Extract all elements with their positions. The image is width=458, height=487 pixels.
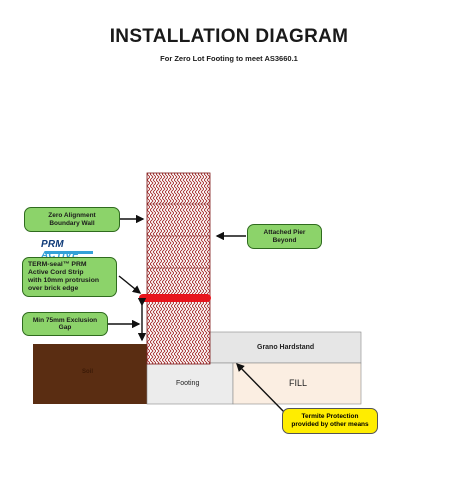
prm-active-logo-text: PRM ACTIVE xyxy=(41,239,101,261)
callout-attached-pier: Attached Pier Beyond xyxy=(247,224,322,249)
callout-exclusion-gap-line2: Gap xyxy=(58,324,72,331)
brick-wall xyxy=(146,172,211,365)
callout-zero-alignment-line1: Zero Alignment xyxy=(48,212,96,220)
callout-attached-pier-line1: Attached Pier xyxy=(263,229,306,237)
callout-term-seal-line3: with 10mm protrusion xyxy=(28,277,99,284)
label-soil: Soil xyxy=(82,369,94,375)
callout-attached-pier-line2: Beyond xyxy=(272,236,297,244)
label-footing: Footing xyxy=(176,380,200,387)
callout-zero-alignment-line2: Boundary Wall xyxy=(49,219,95,227)
callout-exclusion-gap-line1: Min 75mm Exclusion xyxy=(32,316,98,324)
callout-term-seal-line1: TERM-seal™ PRM xyxy=(28,261,87,269)
label-fill: FILL xyxy=(289,378,308,388)
logo-word-active: ACTIVE xyxy=(41,250,79,261)
label-grano: Grano Hardstand xyxy=(257,344,315,351)
arrow-term-seal xyxy=(118,275,142,294)
callout-term-seal-line2: Active Cord Strip xyxy=(28,269,84,277)
term-seal-strip xyxy=(139,294,211,302)
callout-termite-protection-line1: Termite Protection xyxy=(301,413,359,421)
logo-underline xyxy=(45,251,93,254)
callout-term-seal-line4: over brick edge xyxy=(28,284,79,292)
callout-exclusion-gap: Min 75mm Exclusion Gap xyxy=(22,312,108,336)
prm-active-logo: PRM ACTIVE xyxy=(41,239,101,261)
arrow-termite-protection xyxy=(236,363,287,415)
logo-word-prm: PRM xyxy=(41,239,64,250)
fill-block xyxy=(232,362,362,405)
callout-termite-protection: Termite Protection provided by other mea… xyxy=(282,408,378,434)
callout-termite-protection-line2: provided by other means xyxy=(291,421,369,428)
diagram-subtitle: For Zero Lot Footing to meet AS3660.1 xyxy=(160,54,298,63)
footing-block xyxy=(146,362,234,405)
soil-block xyxy=(33,344,147,404)
callout-term-seal: TERM-seal™ PRM Active Cord Strip with 10… xyxy=(22,257,117,297)
callout-zero-alignment: Zero Alignment Boundary Wall xyxy=(24,207,120,232)
diagram-title: INSTALLATION DIAGRAM xyxy=(109,26,349,47)
